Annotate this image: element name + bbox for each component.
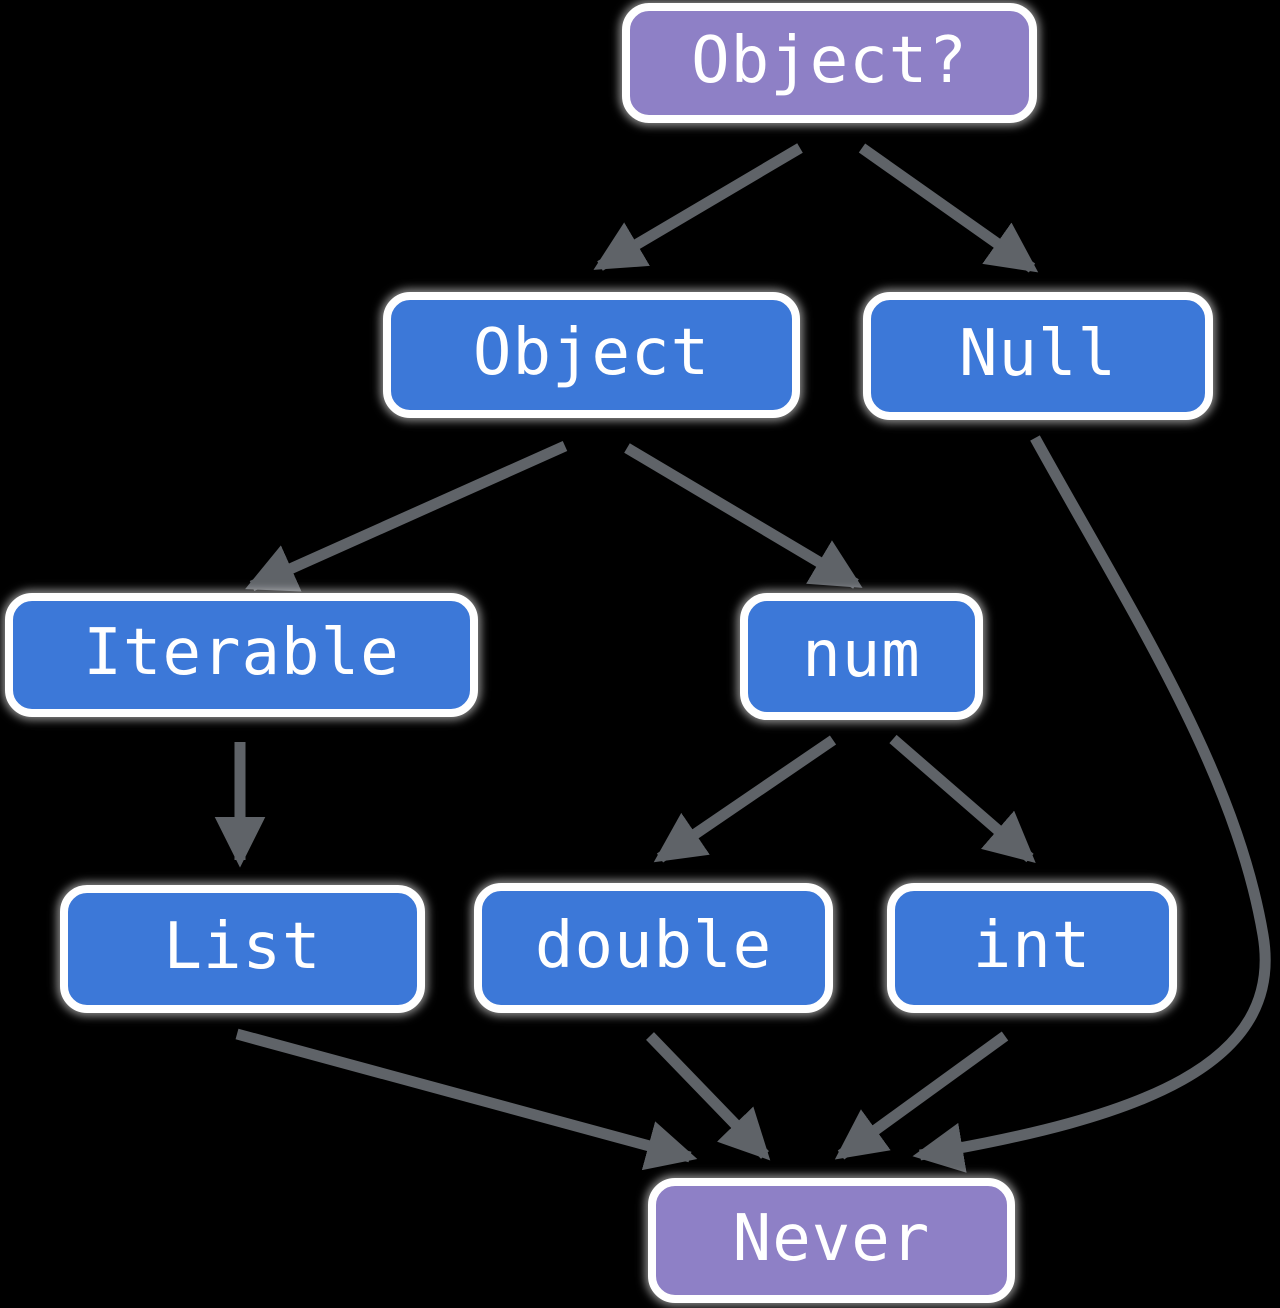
edge-num-to-int bbox=[889, 734, 1036, 863]
edge-object-nullable-to-object bbox=[593, 143, 803, 271]
node-object: Object bbox=[383, 292, 800, 418]
node-double: double bbox=[474, 883, 833, 1013]
node-label: Null bbox=[958, 317, 1118, 391]
edge-int-to-never bbox=[834, 1031, 1009, 1160]
edge-double-to-never bbox=[646, 1032, 771, 1161]
node-label: Object? bbox=[691, 24, 968, 98]
edge-list-to-never bbox=[235, 1028, 698, 1171]
node-label: Iterable bbox=[83, 616, 400, 690]
node-label: Object bbox=[472, 316, 711, 390]
node-label: double bbox=[534, 909, 773, 983]
node-label: Never bbox=[732, 1201, 931, 1276]
node-object-nullable: Object? bbox=[622, 3, 1037, 123]
edge-null-to-never bbox=[912, 435, 1271, 1173]
node-list: List bbox=[60, 885, 425, 1013]
node-label: int bbox=[972, 909, 1092, 983]
node-label: List bbox=[163, 910, 322, 984]
node-null: Null bbox=[863, 292, 1213, 420]
node-label: num bbox=[802, 617, 921, 692]
edge-object-to-num bbox=[624, 443, 863, 589]
node-never: Never bbox=[648, 1178, 1015, 1303]
edge-object-to-iterable bbox=[245, 440, 568, 592]
node-int: int bbox=[887, 883, 1177, 1013]
node-iterable: Iterable bbox=[5, 593, 478, 717]
edge-object-nullable-to-null bbox=[858, 143, 1039, 273]
node-num: num bbox=[740, 593, 983, 720]
edge-num-to-double bbox=[653, 735, 837, 863]
